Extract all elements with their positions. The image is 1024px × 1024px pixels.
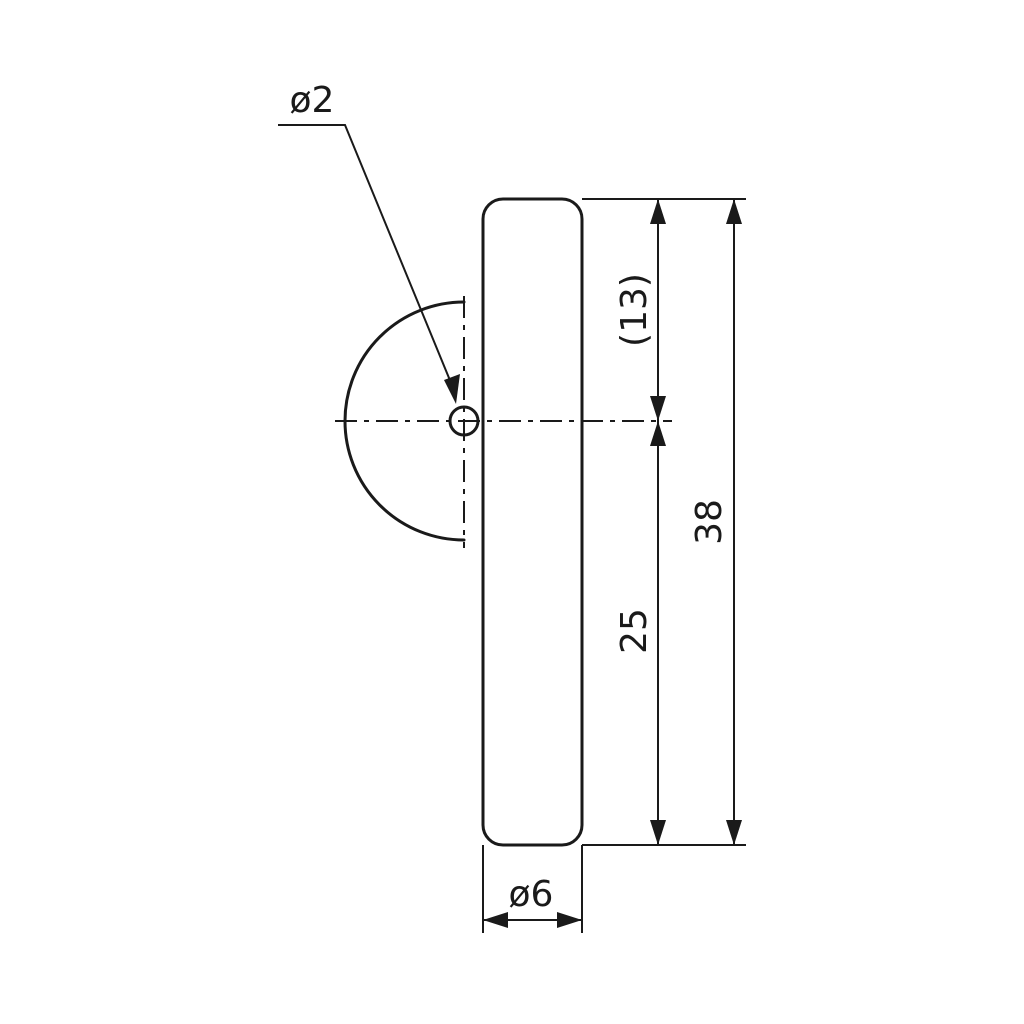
rod-diameter-label: ø6 [509,874,554,915]
upper-length-arrow-bottom [650,396,666,421]
rod-diameter-arrow-left [483,912,508,928]
lower-length-arrow-top [650,421,666,446]
upper-length-label: (13) [614,273,655,347]
lower-length-arrow-bottom [650,820,666,845]
overall-length-arrow-bottom [726,820,742,845]
rod-outline [481,197,584,847]
hole-diameter-label: ø2 [290,80,335,121]
rod-diameter-arrow-right [557,912,582,928]
upper-length-arrow-top [650,199,666,224]
overall-length-label: 38 [689,499,730,545]
hole-leader-arrowhead [444,374,460,404]
hole-leader-line [278,124,457,396]
lower-length-label: 25 [614,608,655,654]
overall-length-arrow-top [726,199,742,224]
